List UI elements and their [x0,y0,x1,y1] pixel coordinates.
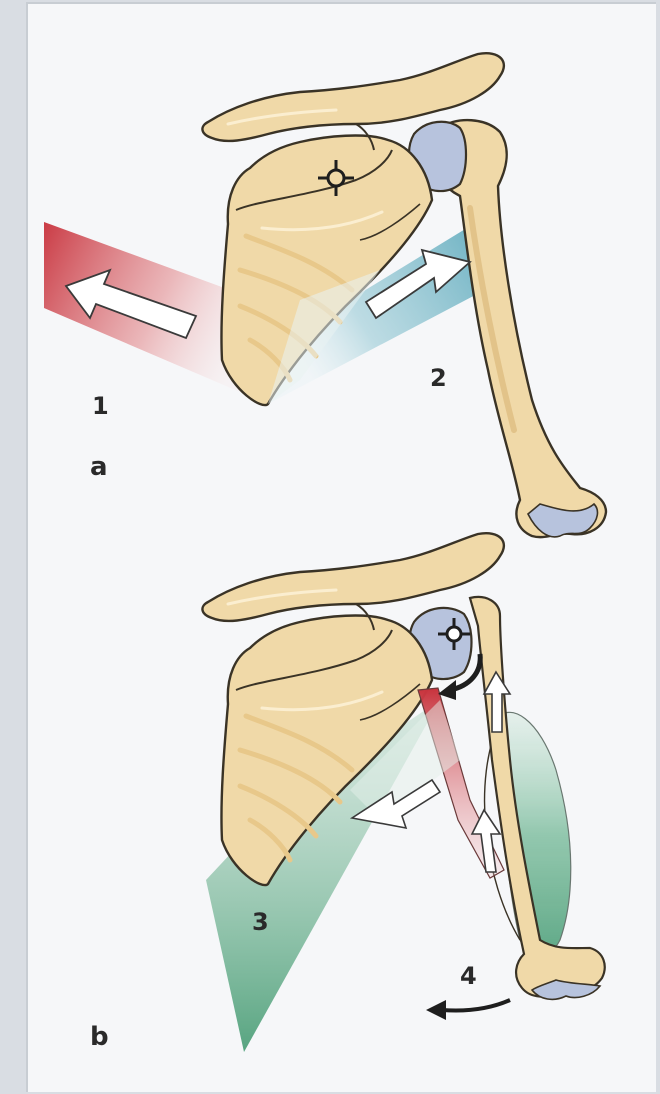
panel-a-illustration [44,53,606,537]
label-2: 2 [430,364,447,392]
panel-b-illustration [202,533,604,1052]
label-4: 4 [460,962,477,990]
panel-a-label: a [90,452,108,482]
label-3: 3 [252,908,269,936]
curved-arrow-icon [442,1000,510,1011]
label-1: 1 [92,392,109,420]
panel-b-label: b [90,1022,109,1052]
